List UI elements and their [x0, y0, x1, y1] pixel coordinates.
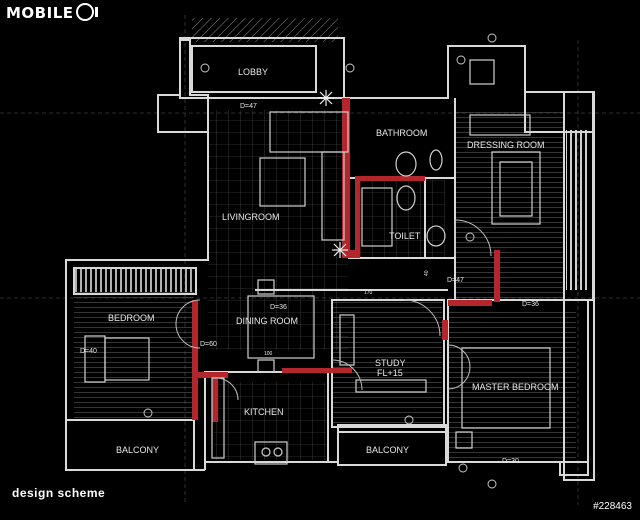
- label-study-level: FL+15: [377, 368, 403, 378]
- logo-mark-icon: [75, 3, 98, 21]
- label-master-bedroom: MASTER BEDROOM: [472, 382, 559, 392]
- floor-finishes: [74, 18, 576, 460]
- room-labels: LOBBY BATHROOM DRESSING ROOM LIVINGROOM …: [108, 67, 559, 455]
- label-toilet: TOILET: [389, 231, 421, 241]
- label-bedroom: BEDROOM: [108, 313, 155, 323]
- marker-tags: [143, 33, 497, 489]
- dim-d47-top: D=47: [240, 103, 257, 110]
- walls: [65, 37, 595, 481]
- label-bathroom: BATHROOM: [376, 128, 427, 138]
- label-dressing-room: DRESSING ROOM: [467, 140, 545, 150]
- label-lobby: LOBBY: [238, 67, 268, 77]
- dim-d47-right: D=47: [447, 277, 464, 284]
- doors: [175, 219, 492, 401]
- mobile01-logo: MOBILE: [6, 3, 98, 22]
- label-balcony-left: BALCONY: [116, 445, 159, 455]
- plants: [318, 90, 348, 258]
- dim-100: 100: [264, 351, 273, 357]
- label-study: STUDY: [375, 358, 406, 368]
- dim-d40-bedroom: D=40: [80, 348, 97, 355]
- image-id: #228463: [593, 501, 632, 512]
- dim-d36-dining: D=36: [270, 304, 287, 311]
- dim-d36-right: D=36: [522, 301, 539, 308]
- striped-walls: [74, 130, 590, 292]
- label-balcony-right: BALCONY: [366, 445, 409, 455]
- label-living-room: LIVINGROOM: [222, 212, 280, 222]
- dim-170: 170: [364, 290, 373, 296]
- dim-d30-bottom: D=30: [502, 458, 519, 465]
- furniture: [84, 59, 551, 465]
- label-dining-room: DINING ROOM: [236, 316, 298, 326]
- dimension-labels: D=47 D=36 D=40 D=60 D=47 D=36 D=30 170 1…: [80, 103, 539, 465]
- logo-text: MOBILE: [6, 4, 74, 22]
- dim-40: 40: [424, 270, 430, 276]
- label-kitchen: KITCHEN: [244, 407, 284, 417]
- accent-walls: [192, 98, 500, 422]
- dim-d60-bedroom: D=60: [200, 341, 217, 348]
- design-scheme-caption: design scheme: [12, 486, 106, 500]
